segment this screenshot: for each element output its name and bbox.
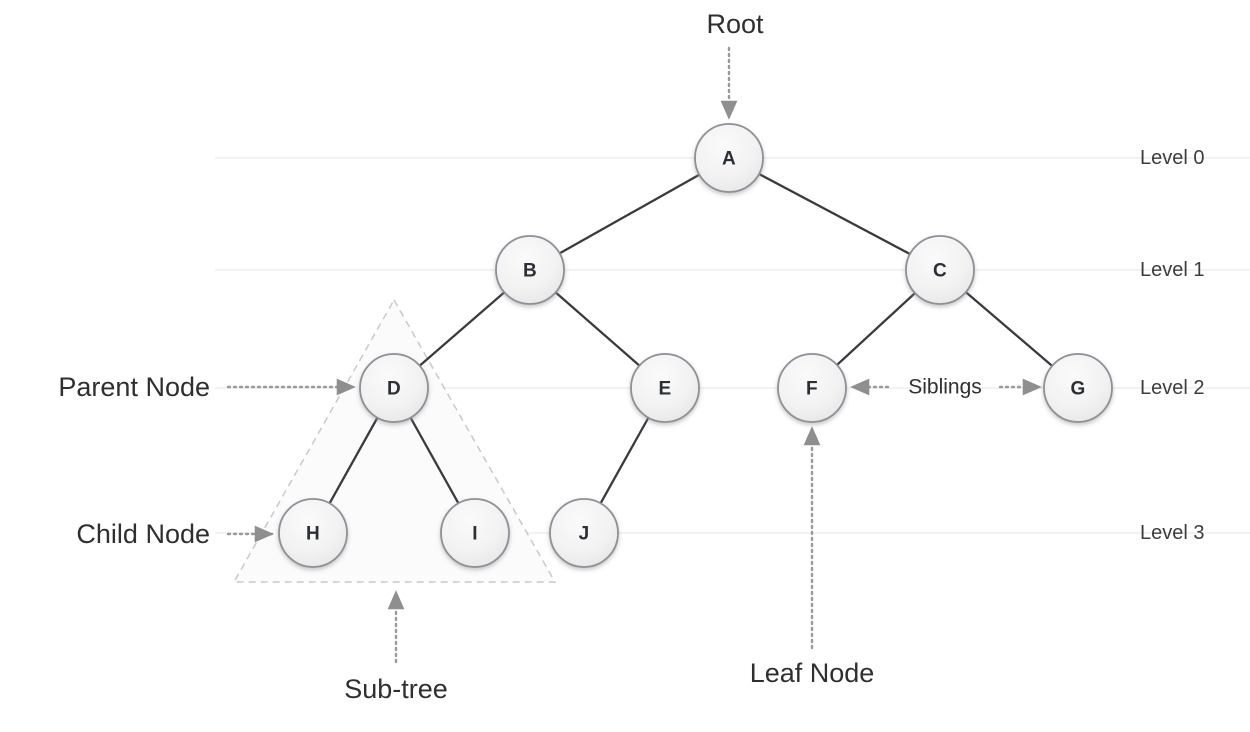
node-e-label: E (659, 379, 672, 400)
annotation-root: Root (706, 9, 764, 120)
node-g[interactable]: G (1043, 353, 1113, 423)
level-label-1: Level 1 (1140, 259, 1205, 281)
annotation-siblings: Siblings (850, 376, 1042, 399)
node-i[interactable]: I (440, 498, 510, 568)
node-g-circle[interactable] (1043, 353, 1113, 423)
leaf-node-label: Leaf Node (750, 658, 875, 688)
node-e-circle[interactable] (630, 353, 700, 423)
level-label-3: Level 3 (1140, 522, 1205, 544)
node-c-circle[interactable] (905, 235, 975, 305)
level-label-0: Level 0 (1140, 147, 1205, 169)
node-g-label: G (1070, 379, 1085, 400)
annotation-sub-tree: Sub-tree (344, 590, 448, 704)
node-b-label: B (523, 261, 537, 282)
node-b[interactable]: B (495, 235, 565, 305)
node-h-label: H (306, 524, 320, 545)
edge-a-b (528, 156, 731, 272)
node-h[interactable]: H (278, 498, 348, 568)
node-a-label: A (722, 149, 736, 170)
node-d-circle[interactable] (359, 353, 429, 423)
node-c-label: C (933, 261, 947, 282)
edge-a-c (727, 156, 942, 272)
child-node-label: Child Node (76, 519, 210, 549)
siblings-label: Siblings (908, 376, 982, 399)
node-d-label: D (387, 379, 401, 400)
node-f-label: F (806, 379, 818, 400)
node-j[interactable]: J (549, 498, 619, 568)
node-i-circle[interactable] (440, 498, 510, 568)
root-label: Root (706, 9, 764, 39)
node-e[interactable]: E (630, 353, 700, 423)
sub-tree-label: Sub-tree (344, 674, 448, 704)
node-c[interactable]: C (905, 235, 975, 305)
node-f[interactable]: F (777, 353, 847, 423)
node-a-circle[interactable] (694, 123, 764, 193)
level-label-2: Level 2 (1140, 377, 1205, 399)
node-i-label: I (472, 524, 478, 545)
nodes-group: A B C D E F G (278, 123, 1113, 568)
node-f-circle[interactable] (777, 353, 847, 423)
node-j-label: J (579, 524, 590, 545)
node-j-circle[interactable] (549, 498, 619, 568)
annotation-leaf-node: Leaf Node (750, 426, 875, 688)
annotation-child-node: Child Node (76, 519, 274, 549)
level-labels-group: Level 0 Level 1 Level 2 Level 3 (1140, 147, 1205, 544)
annotation-parent-node: Parent Node (58, 372, 356, 402)
parent-node-label: Parent Node (58, 372, 210, 402)
node-d[interactable]: D (359, 353, 429, 423)
node-h-circle[interactable] (278, 498, 348, 568)
node-b-circle[interactable] (495, 235, 565, 305)
node-a[interactable]: A (694, 123, 764, 193)
